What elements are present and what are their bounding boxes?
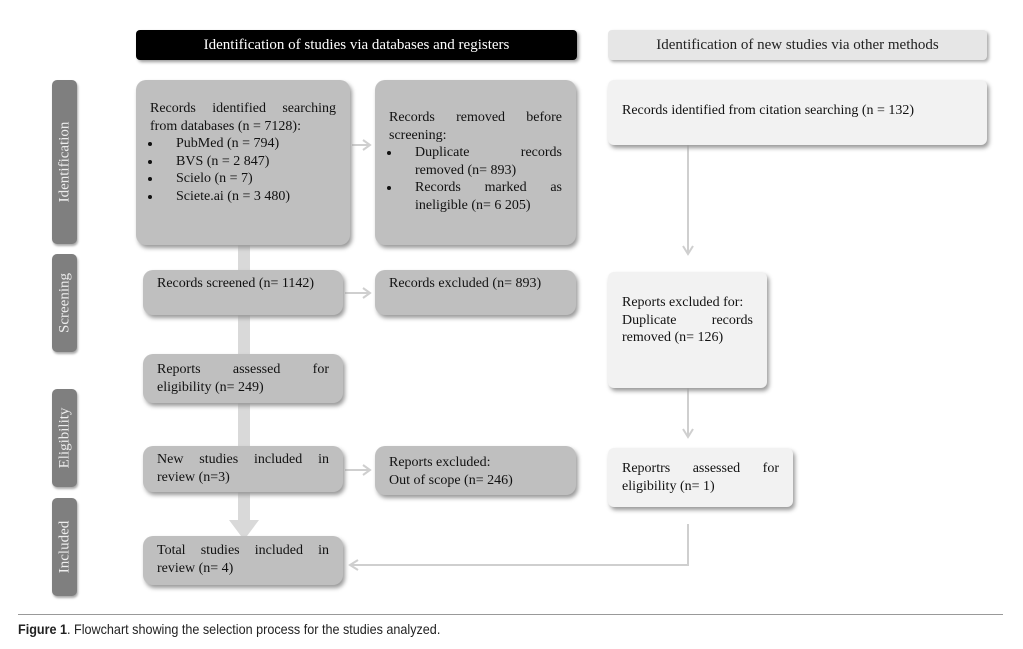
list-item: Duplicate records removed (n= 893) xyxy=(401,144,562,179)
box-text: Records removed before screening: xyxy=(389,110,562,143)
figure-caption: Figure 1. Flowchart showing the selectio… xyxy=(18,621,440,637)
caption-divider xyxy=(18,614,1003,615)
box-reports-assessed: Reports assessed for eligibility (n= 249… xyxy=(143,354,343,403)
box-text: Duplicate records removed (n= 126) xyxy=(622,312,753,346)
caption-text: . Flowchart showing the selection proces… xyxy=(67,621,441,637)
box-records-identified: Records identified searching from databa… xyxy=(136,80,350,245)
arrow-citation-down xyxy=(682,145,694,256)
box-records-excluded: Records excluded (n= 893) xyxy=(375,270,576,315)
box-reports-excluded-other: Reports excluded for: Duplicate records … xyxy=(608,272,767,388)
caption-label: Figure 1 xyxy=(18,621,68,637)
box-new-studies: New studies included in review (n=3) xyxy=(143,446,343,492)
list-item: PubMed (n = 794) xyxy=(162,135,336,153)
header-databases: Identification of studies via databases … xyxy=(136,30,577,60)
box-reports-excluded: Reports excluded: Out of scope (n= 246) xyxy=(375,446,576,495)
box-citation-searching: Records identified from citation searchi… xyxy=(608,80,987,145)
header-other-methods: Identification of new studies via other … xyxy=(608,30,987,60)
box-total-included: Total studies included in review (n= 4) xyxy=(143,536,343,585)
list-item: Sciete.ai (n = 3 480) xyxy=(162,188,336,206)
box-text: Records identified searching from databa… xyxy=(150,101,336,134)
box-text: Reports excluded: xyxy=(389,455,491,470)
box-records-screened: Records screened (n= 1142) xyxy=(143,270,343,315)
list-item: Records marked as ineligible (n= 6 205) xyxy=(401,179,562,214)
arrow-excluded-down xyxy=(682,388,694,439)
box-records-removed: Records removed before screening: Duplic… xyxy=(375,80,576,245)
arrow-to-excluded xyxy=(345,287,372,299)
main-arrowhead xyxy=(229,520,259,540)
list-item: Scielo (n = 7) xyxy=(162,170,336,188)
arrow-to-total xyxy=(348,524,689,571)
arrow-to-removed xyxy=(352,139,372,151)
box-text: Reports excluded for: xyxy=(622,295,744,310)
arrow-to-reports-excluded xyxy=(345,464,372,476)
phase-identification: Identification xyxy=(52,80,77,244)
box-reports-assessed-other: Reportrs assessed for eligibility (n= 1) xyxy=(608,448,793,507)
box-text: Out of scope (n= 246) xyxy=(389,472,513,488)
list-item: BVS (n = 2 847) xyxy=(162,153,336,171)
phase-included: Included xyxy=(52,498,77,596)
phase-screening: Screening xyxy=(52,254,77,352)
phase-eligibility: Eligibility xyxy=(52,389,77,487)
